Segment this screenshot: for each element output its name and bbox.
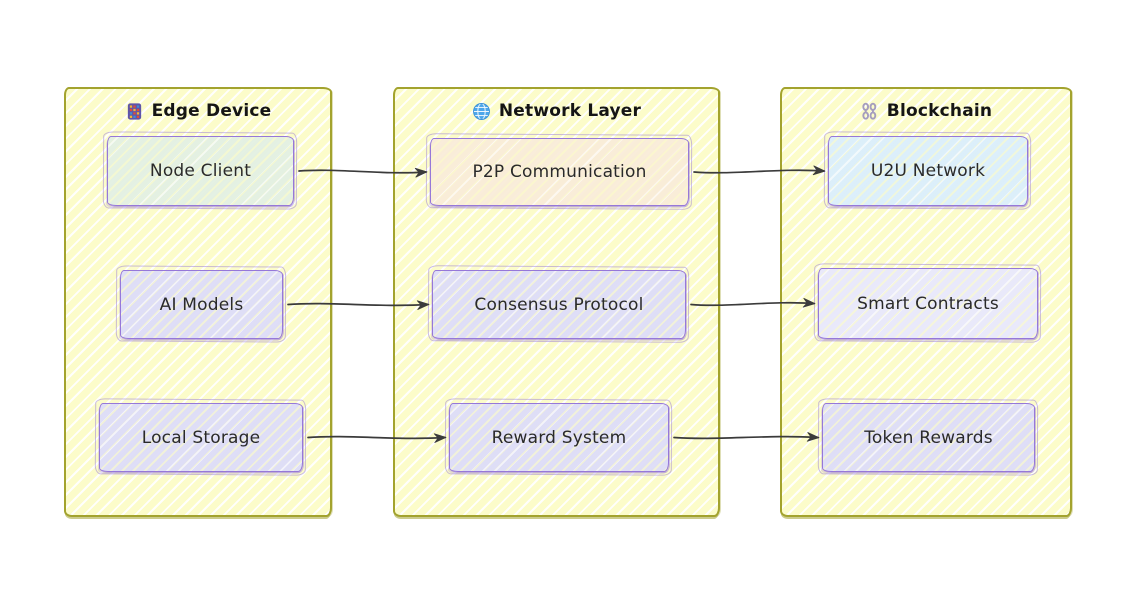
group-header-edge-device: Edge Device <box>66 89 330 124</box>
group-blockchain: Blockchain U2U Network Smart Contracts T… <box>780 87 1072 517</box>
node-label: Consensus Protocol <box>474 294 644 315</box>
node-consensus-protocol: Consensus Protocol <box>432 270 686 339</box>
group-header-network-layer: Network Layer <box>395 89 718 124</box>
group-network-layer: Network Layer P2P Communication Consensu… <box>393 87 720 517</box>
chains-icon <box>860 102 879 121</box>
node-label: Node Client <box>149 161 252 181</box>
node-label: Smart Contracts <box>857 293 999 314</box>
node-local-storage: Local Storage <box>99 403 303 472</box>
group-label: Network Layer <box>498 101 642 121</box>
node-ai-models: AI Models <box>120 270 283 339</box>
node-smart-contracts: Smart Contracts <box>818 268 1038 339</box>
node-label: AI Models <box>159 294 244 315</box>
node-node-client: Node Client <box>107 136 294 206</box>
node-label: U2U Network <box>870 161 986 181</box>
node-label: Token Rewards <box>864 427 993 448</box>
node-p2p-communication: P2P Communication <box>430 138 689 206</box>
node-reward-system: Reward System <box>449 403 669 472</box>
globe-icon <box>472 102 491 121</box>
node-label: P2P Communication <box>472 162 647 182</box>
group-label: Blockchain <box>886 101 993 121</box>
group-header-blockchain: Blockchain <box>782 89 1070 124</box>
node-label: Reward System <box>491 427 627 448</box>
group-label: Edge Device <box>151 101 272 121</box>
node-token-rewards: Token Rewards <box>822 403 1035 472</box>
keypad-icon <box>125 102 144 121</box>
node-label: Local Storage <box>141 427 261 448</box>
group-edge-device: Edge Device Node Client AI Models Local … <box>64 87 332 517</box>
node-u2u-network: U2U Network <box>828 136 1028 206</box>
